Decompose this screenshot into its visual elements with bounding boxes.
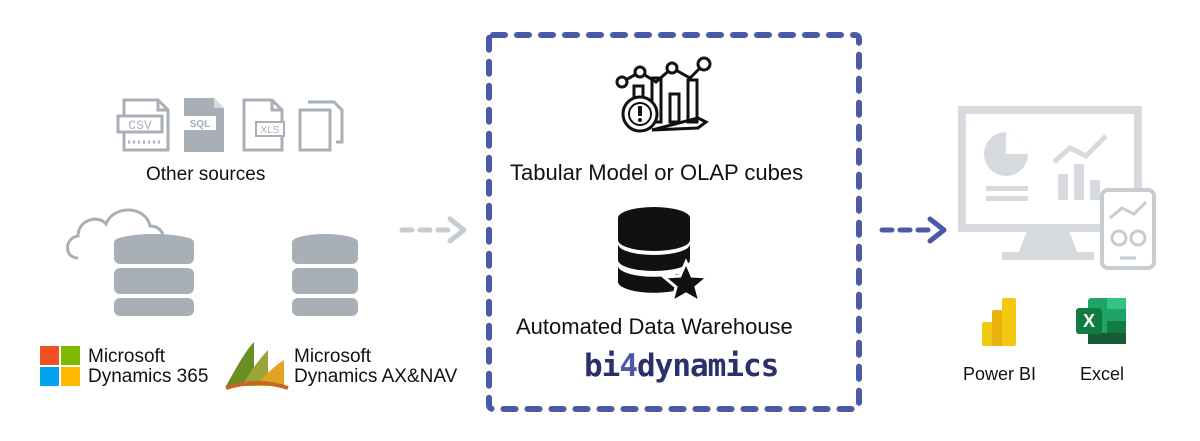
dynamics-ax-logo-icon [225,342,289,390]
microsoft-logo-icon [40,346,80,386]
other-sources-group: CSV SQL XLS Other sources [110,90,350,190]
powerbi-icon [982,298,1016,346]
logo-dynamics: dynamics [637,348,779,384]
axnav-label-line1: Microsoft [294,346,372,367]
arrow-dw-to-outputs [879,216,947,244]
data-warehouse-icon [618,207,712,306]
cloud-icon [66,208,166,260]
excel-label: Excel [1080,364,1125,384]
arrow-sources-to-dw [399,216,467,244]
documents-icon [298,100,344,152]
excel-output: X Excel [1070,296,1140,386]
powerbi-output: Power BI [960,296,1042,386]
source-databases [66,208,358,316]
logo-bi: bi [584,348,620,384]
reporting-monitor-icon [958,106,1156,270]
tabular-model-label: Tabular Model or OLAP cubes [510,160,804,185]
other-sources-label: Other sources [146,164,266,185]
axnav-label-line2: Dynamics AX&NAV [294,366,458,387]
csv-file-icon: CSV [116,98,170,152]
excel-icon: X [1076,298,1126,344]
axnav-database-icon [292,234,358,316]
xls-file-icon: XLS [242,98,285,152]
sql-file-text: SQL [190,119,211,130]
dw-label: Automated Data Warehouse [516,314,793,339]
analytics-icon [615,56,712,133]
d365-database-icon [114,234,194,316]
powerbi-label: Power BI [963,364,1037,384]
sql-file-icon: SQL [184,98,224,152]
bi4dynamics-logo: bi4dynamics [584,348,779,384]
excel-icon-letter: X [1083,311,1095,331]
tablet-icon [1100,188,1156,270]
xls-file-text: XLS [261,125,280,136]
star-icon [660,258,712,306]
d365-label-line2: Dynamics 365 [88,366,209,387]
csv-file-text: CSV [128,118,152,133]
bi4dynamics-boundary [486,32,862,412]
file-icons: CSV SQL XLS [116,98,344,152]
d365-label-line1: Microsoft [88,346,166,367]
logo-4: 4 [619,348,638,384]
